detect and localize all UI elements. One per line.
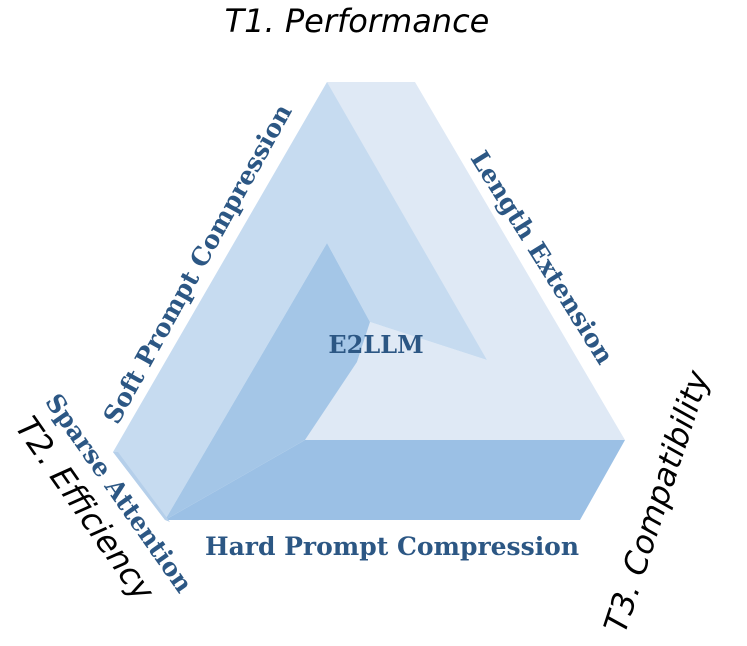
triangle-face-bottom (165, 440, 625, 520)
penrose-triangle (113, 82, 625, 522)
edge-label-hard-prompt-compression: Hard Prompt Compression (205, 532, 579, 561)
corner-label-compatibility: T3. Compatibility (596, 365, 717, 638)
center-label-e2llm: E2LLM (328, 330, 423, 359)
triangle-face-inner (165, 243, 370, 520)
corner-label-performance: T1. Performance (225, 2, 490, 40)
triangle-face-left (113, 82, 487, 520)
triangle-face-left-bevel (113, 452, 170, 522)
triangle-face-right-inner (305, 82, 625, 440)
